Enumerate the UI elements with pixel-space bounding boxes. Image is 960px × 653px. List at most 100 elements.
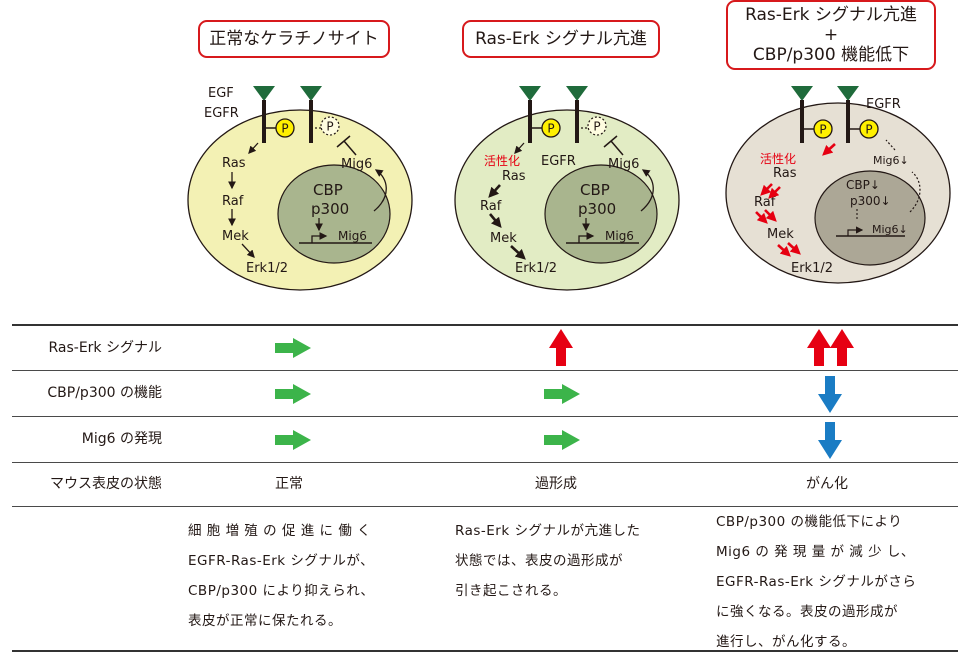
description-line: Mig6 の 発 現 量 が 減 少 し、 — [716, 544, 915, 560]
panel-1-title-line: 正常なケラチノサイト — [209, 29, 379, 49]
description-line: 細 胞 増 殖 の 促 進 に 働 く — [188, 523, 372, 539]
phospho-circle-inhibited — [320, 116, 340, 136]
panel-3-title: Ras-Erk シグナル亢進 + CBP/p300 機能低下 — [726, 0, 936, 70]
pathway-arrow-bold — [488, 184, 501, 198]
arrow-up-red-icon — [830, 329, 854, 366]
gene-label: Mig6↓ — [872, 223, 908, 236]
row-divider — [12, 370, 958, 371]
arrow-down-blue-icon — [818, 376, 842, 413]
mig6-label: Mig6 — [341, 157, 372, 172]
mig6-inhibition — [610, 140, 624, 156]
description-line: EGFR-Ras-Erk シグナルが、 — [188, 553, 375, 569]
ras-label: Ras — [502, 169, 526, 184]
row-divider — [12, 462, 958, 463]
description-line: 進行し、がん化する。 — [716, 634, 856, 650]
red-signal-arrow — [777, 244, 791, 257]
panel-1-cell: P P EGF EGFR Ras Raf Mek Erk1/2 Mig6 CBP… — [187, 86, 413, 291]
state-cancer: がん化 — [806, 476, 848, 492]
arrow-unchanged-icon — [544, 384, 580, 404]
pathway-arrow — [248, 142, 259, 154]
panel-3-title-line-3: CBP/p300 機能低下 — [752, 45, 910, 65]
mig6-label: Mig6 — [608, 157, 639, 172]
red-signal-arrow — [822, 143, 836, 156]
mek-label: Mek — [222, 229, 249, 244]
description-line: 引き起こされる。 — [455, 583, 567, 599]
raf-label: Raf — [480, 199, 502, 214]
description-normal: 細 胞 増 殖 の 促 進 に 働 く EGFR-Ras-Erk シグナルが、 … — [188, 516, 374, 636]
phospho-circle — [541, 118, 561, 138]
description-line: CBP/p300 の機能低下により — [716, 514, 903, 530]
red-signal-arrow — [768, 186, 781, 199]
table-top-border — [12, 324, 958, 326]
pathway-arrow — [241, 243, 255, 258]
phospho-label: P — [819, 123, 826, 137]
panel-2-title: Ras-Erk シグナル亢進 — [462, 20, 660, 58]
p300-label: p300 — [578, 200, 616, 218]
phospho-label: P — [547, 122, 554, 136]
mek-label: Mek — [490, 231, 517, 246]
description-line: Ras-Erk シグナルが亢進した — [455, 523, 641, 539]
row-label-cbp-p300: CBP/p300 の機能 — [47, 385, 162, 401]
cell-diagrams: P P EGF EGFR Ras Raf Mek Erk1/2 Mig6 CBP… — [187, 86, 951, 291]
promoter-arrow — [847, 226, 864, 236]
mig6-inhibition-bar — [603, 135, 618, 148]
erk-label: Erk1/2 — [515, 261, 557, 276]
ras-label: Ras — [222, 156, 246, 171]
arrow-up-red-icon — [549, 329, 573, 366]
panel-3-title-line-2: + — [823, 25, 839, 45]
egf-ligand — [253, 86, 275, 101]
cbp-label: CBP — [313, 181, 343, 199]
red-signal-arrow — [787, 242, 801, 255]
activation-label: 活性化 — [484, 154, 520, 168]
description-hyperplasia: Ras-Erk シグナルが亢進した 状態では、表皮の過形成が 引き起こされる。 — [455, 516, 640, 606]
ras-label: Ras — [773, 166, 797, 181]
p300-label: p300↓ — [850, 194, 891, 208]
row-divider — [12, 416, 958, 417]
erk-label: Erk1/2 — [246, 261, 288, 276]
p300-label: p300 — [311, 200, 349, 218]
indicator-arrows — [275, 329, 854, 459]
panel-1-title: 正常なケラチノサイト — [198, 20, 390, 58]
mig6-inhibition — [343, 140, 357, 156]
egf-ligand — [519, 86, 541, 101]
arrow-down-blue-icon — [818, 422, 842, 459]
phospho-circle — [859, 119, 879, 139]
pathway-arrow-bold — [510, 245, 526, 260]
panel-2-cell: P P EGFR 活性化 Ras Raf Mek Erk1/2 Mig6 CBP… — [454, 86, 680, 291]
nucleus — [544, 164, 658, 264]
phospho-label: P — [326, 120, 333, 134]
egf-label: EGF — [208, 86, 234, 101]
panel-3-title-line-1: Ras-Erk シグナル亢進 — [745, 5, 917, 25]
phospho-circle — [275, 118, 295, 138]
red-signal-arrow — [760, 183, 773, 196]
arrow-unchanged-icon — [275, 430, 311, 450]
egf-ligand — [300, 86, 322, 101]
description-cancer: CBP/p300 の機能低下により Mig6 の 発 現 量 が 減 少 し、 … — [716, 507, 916, 653]
nucleus-export-arrow — [640, 169, 654, 212]
raf-label: Raf — [222, 194, 244, 209]
row-label-ras-erk: Ras-Erk シグナル — [48, 340, 162, 356]
red-signal-arrow — [755, 211, 768, 224]
gene-label: Mig6 — [605, 229, 634, 243]
nucleus-export-arrow — [373, 169, 387, 212]
phospho-circle-inhibited — [587, 116, 607, 136]
gene-label: Mig6 — [338, 229, 367, 243]
description-line: CBP/p300 により抑えられ、 — [188, 583, 375, 599]
arrow-unchanged-icon — [275, 384, 311, 404]
nucleus — [277, 164, 391, 264]
activation-label: 活性化 — [760, 152, 796, 166]
cbp-label: CBP — [580, 181, 610, 199]
row-divider — [12, 506, 958, 507]
egf-ligand — [566, 86, 588, 101]
egfr-label: EGFR — [866, 97, 901, 112]
state-normal: 正常 — [275, 476, 303, 492]
pathway-arrow-bold — [489, 213, 502, 228]
row-label-epidermis-state: マウス表皮の状態 — [50, 476, 162, 492]
phospho-label: P — [593, 120, 600, 134]
row-label-mig6: Mig6 の発現 — [81, 431, 162, 447]
arrow-up-red-icon — [807, 329, 831, 366]
panel-2-title-line: Ras-Erk シグナル亢進 — [475, 29, 647, 49]
description-line: に強くなる。表皮の過形成が — [716, 604, 898, 620]
table-bottom-border — [12, 650, 958, 652]
